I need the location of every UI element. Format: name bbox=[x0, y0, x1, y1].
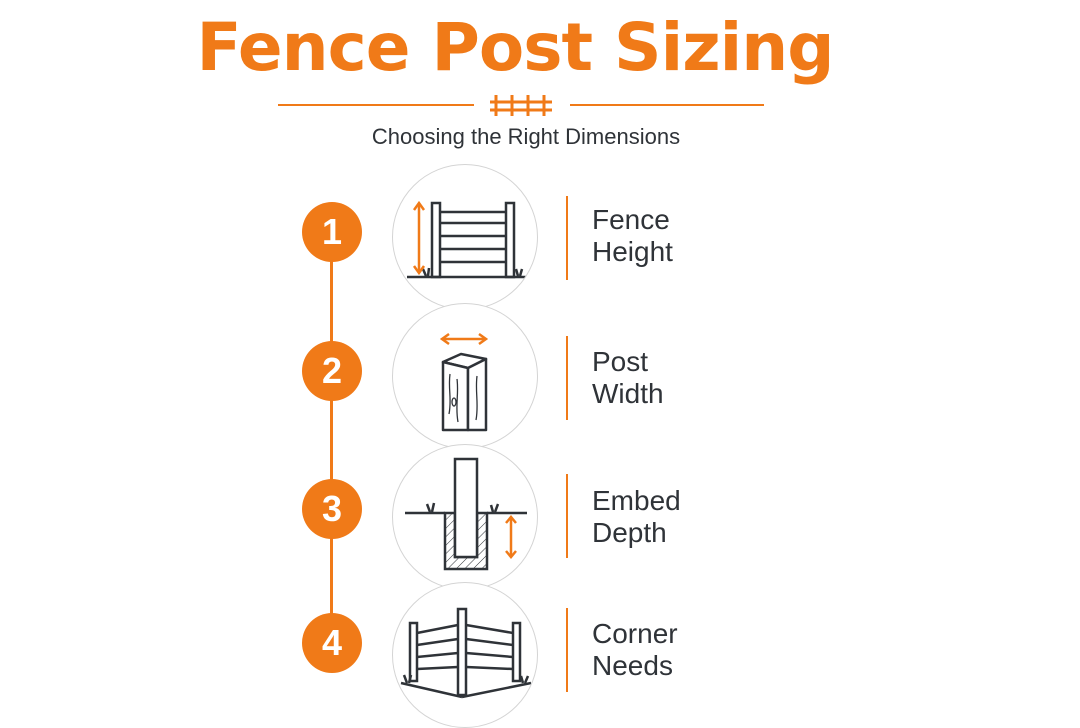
step-number-badge: 1 bbox=[302, 202, 362, 262]
step-icon-circle bbox=[392, 582, 538, 728]
step-separator bbox=[566, 336, 568, 420]
step-label: Fence Height bbox=[592, 204, 673, 268]
step-label-line: Embed bbox=[592, 485, 681, 516]
step-label: Embed Depth bbox=[592, 485, 681, 549]
page-subtitle: Choosing the Right Dimensions bbox=[371, 124, 681, 149]
step-label-line: Post bbox=[592, 346, 649, 377]
step-icon-circle bbox=[392, 164, 538, 310]
step-label-line: Width bbox=[592, 378, 664, 409]
step-separator bbox=[566, 608, 568, 692]
step-number-badge: 3 bbox=[302, 479, 362, 539]
embed-depth-icon bbox=[405, 457, 527, 571]
page-title: Fence Post Sizing bbox=[196, 9, 835, 86]
fence-height-icon bbox=[407, 200, 527, 279]
step-icon-circle bbox=[392, 303, 538, 449]
step-label-line: Height bbox=[592, 236, 673, 267]
timeline-line bbox=[330, 232, 333, 638]
step-icon-circle bbox=[392, 444, 538, 590]
post-width-icon bbox=[439, 332, 489, 432]
step-separator bbox=[566, 196, 568, 280]
step-number-badge: 2 bbox=[302, 341, 362, 401]
corner-fence-icon bbox=[400, 607, 532, 699]
step-label-line: Corner bbox=[592, 618, 678, 649]
step-separator bbox=[566, 474, 568, 558]
step-number-badge: 4 bbox=[302, 613, 362, 673]
fence-divider-icon bbox=[490, 95, 552, 116]
step-label-line: Fence bbox=[592, 204, 670, 235]
step-label-line: Depth bbox=[592, 517, 667, 548]
fence-divider bbox=[278, 95, 764, 116]
step-label: Corner Needs bbox=[592, 618, 678, 682]
step-label-line: Needs bbox=[592, 650, 673, 681]
step-label: Post Width bbox=[592, 346, 664, 410]
